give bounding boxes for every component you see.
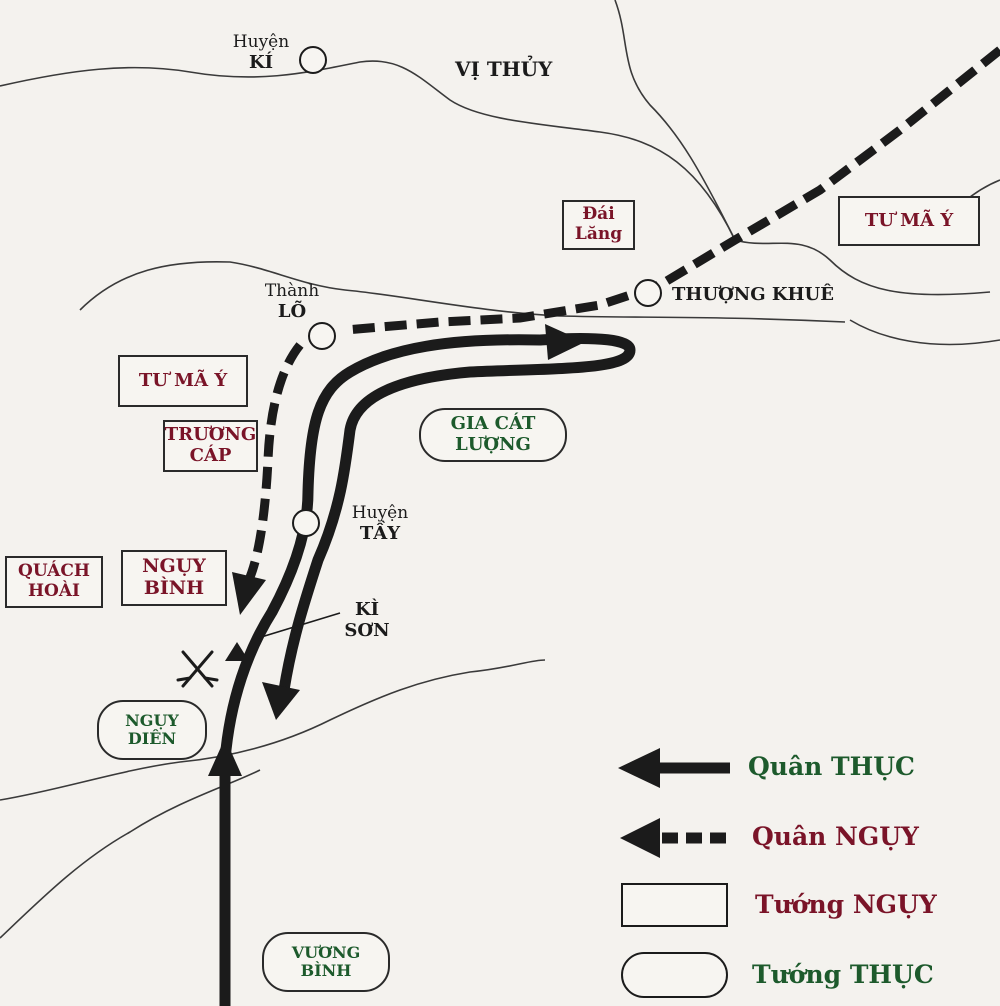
label-huyen-ki: Huyện KÍ (226, 32, 296, 73)
shu-army-route (219, 332, 636, 1006)
legend-shu-army: Quân THỤC (748, 752, 915, 781)
shu-arrowhead-north (208, 738, 242, 776)
tu-ma-y-east-text: TƯ MÃ Ý (864, 209, 954, 231)
label-ki-son-line1: KÌ (354, 599, 380, 620)
label-huyen-tay-line1: Huyện (351, 503, 409, 523)
quach-hoai-line2: HOÀI (27, 581, 80, 601)
nguy-dien-line2: DIÊN (127, 729, 177, 748)
gia-cat-luong-line1: GIA CÁT (450, 413, 536, 435)
wei-army-route (243, 46, 1000, 584)
mountain-icon (225, 642, 249, 661)
tu-ma-y-west-text: TƯ MÃ Ý (138, 369, 228, 391)
town-markers (292, 46, 662, 537)
legend-symbols (618, 748, 730, 998)
ridge-lower (0, 659, 546, 801)
town-circle-huyen-tay (292, 509, 320, 537)
label-vi-thuy: VỊ THỦY (455, 57, 553, 81)
label-ki-son-line2: SƠN (344, 619, 390, 641)
vuong-binh-line1: VƯƠNG (291, 942, 361, 962)
truong-cap-line2: CÁP (189, 445, 232, 466)
nguy-dien-line1: NGỤY (125, 710, 179, 730)
shu-route-main (219, 334, 546, 1006)
town-circle-thanh-lo (308, 322, 336, 350)
label-huyen-tay: Huyện TẦY (340, 503, 420, 544)
ridge-upper (79, 260, 846, 323)
label-thuong-khue: THƯỢNG KHUÊ (672, 284, 834, 306)
legend-wei-general: Tướng NGỤY (755, 890, 937, 919)
shu-general-gia-cat-luong: GIA CÁT LƯỢNG (419, 408, 567, 462)
town-circle-huyen-ki (299, 46, 327, 74)
wei-general-nguy-binh: NGỤY BÌNH (121, 550, 227, 606)
label-huyen-ki-line1: Huyện (232, 32, 290, 52)
shu-general-nguy-dien: NGỤY DIÊN (97, 700, 207, 760)
river-east (734, 239, 991, 296)
shu-general-vuong-binh: VƯƠNG BÌNH (262, 932, 390, 992)
wei-general-tu-ma-y-east: TƯ MÃ Ý (838, 196, 980, 246)
nguy-binh-line1: NGỤY (142, 555, 206, 578)
wei-arrowhead (232, 572, 266, 615)
label-ki-son: KÌ SƠN (332, 599, 402, 641)
legend-shu-general-pill (621, 952, 728, 998)
wei-general-quach-hoai: QUÁCH HOÀI (5, 556, 103, 608)
legend-wei-arrowhead (620, 818, 660, 858)
river-north-branch (614, 0, 736, 241)
legend-wei-general-box (621, 883, 728, 927)
legend-wei-army: Quân NGỤY (752, 822, 919, 851)
wei-route-northeast (344, 46, 1000, 335)
label-thanh-lo-line2: LÕ (277, 300, 307, 322)
label-huyen-tay-line2: TẦY (359, 522, 401, 544)
shu-route-loop (278, 332, 636, 696)
battle-swords-icon (176, 650, 219, 688)
vuong-binh-line2: BÌNH (300, 961, 352, 980)
nguy-binh-line2: BÌNH (143, 577, 205, 599)
river-east-lower (849, 319, 1000, 346)
terrain-lines (0, 0, 1000, 939)
dai-lang-line2: Lăng (574, 224, 623, 244)
label-thanh-lo-line1: Thành (264, 281, 320, 301)
ki-son-pointer (257, 612, 341, 639)
wei-general-dai-lang: Đái Lăng (562, 200, 635, 250)
quach-hoai-line1: QUÁCH (18, 561, 90, 582)
label-huyen-ki-line2: KÍ (248, 51, 274, 73)
wei-general-truong-cap: TRƯƠNG CÁP (163, 420, 258, 472)
legend-shu-arrowhead (618, 748, 660, 788)
gia-cat-luong-line2: LƯỢNG (455, 434, 531, 455)
legend-shu-general: Tướng THỤC (752, 960, 934, 989)
river-north (0, 60, 736, 241)
label-thanh-lo: Thành LÕ (252, 281, 332, 322)
truong-cap-line1: TRƯƠNG (164, 424, 257, 446)
shu-arrowhead-east (545, 324, 585, 360)
shu-arrowhead-south (262, 682, 300, 720)
town-circle-thuong-khue (634, 279, 662, 307)
label-thuong-khue-text: THƯỢNG KHUÊ (672, 284, 834, 305)
wei-general-tu-ma-y-west: TƯ MÃ Ý (118, 355, 248, 407)
dai-lang-line1: Đái (582, 204, 615, 225)
